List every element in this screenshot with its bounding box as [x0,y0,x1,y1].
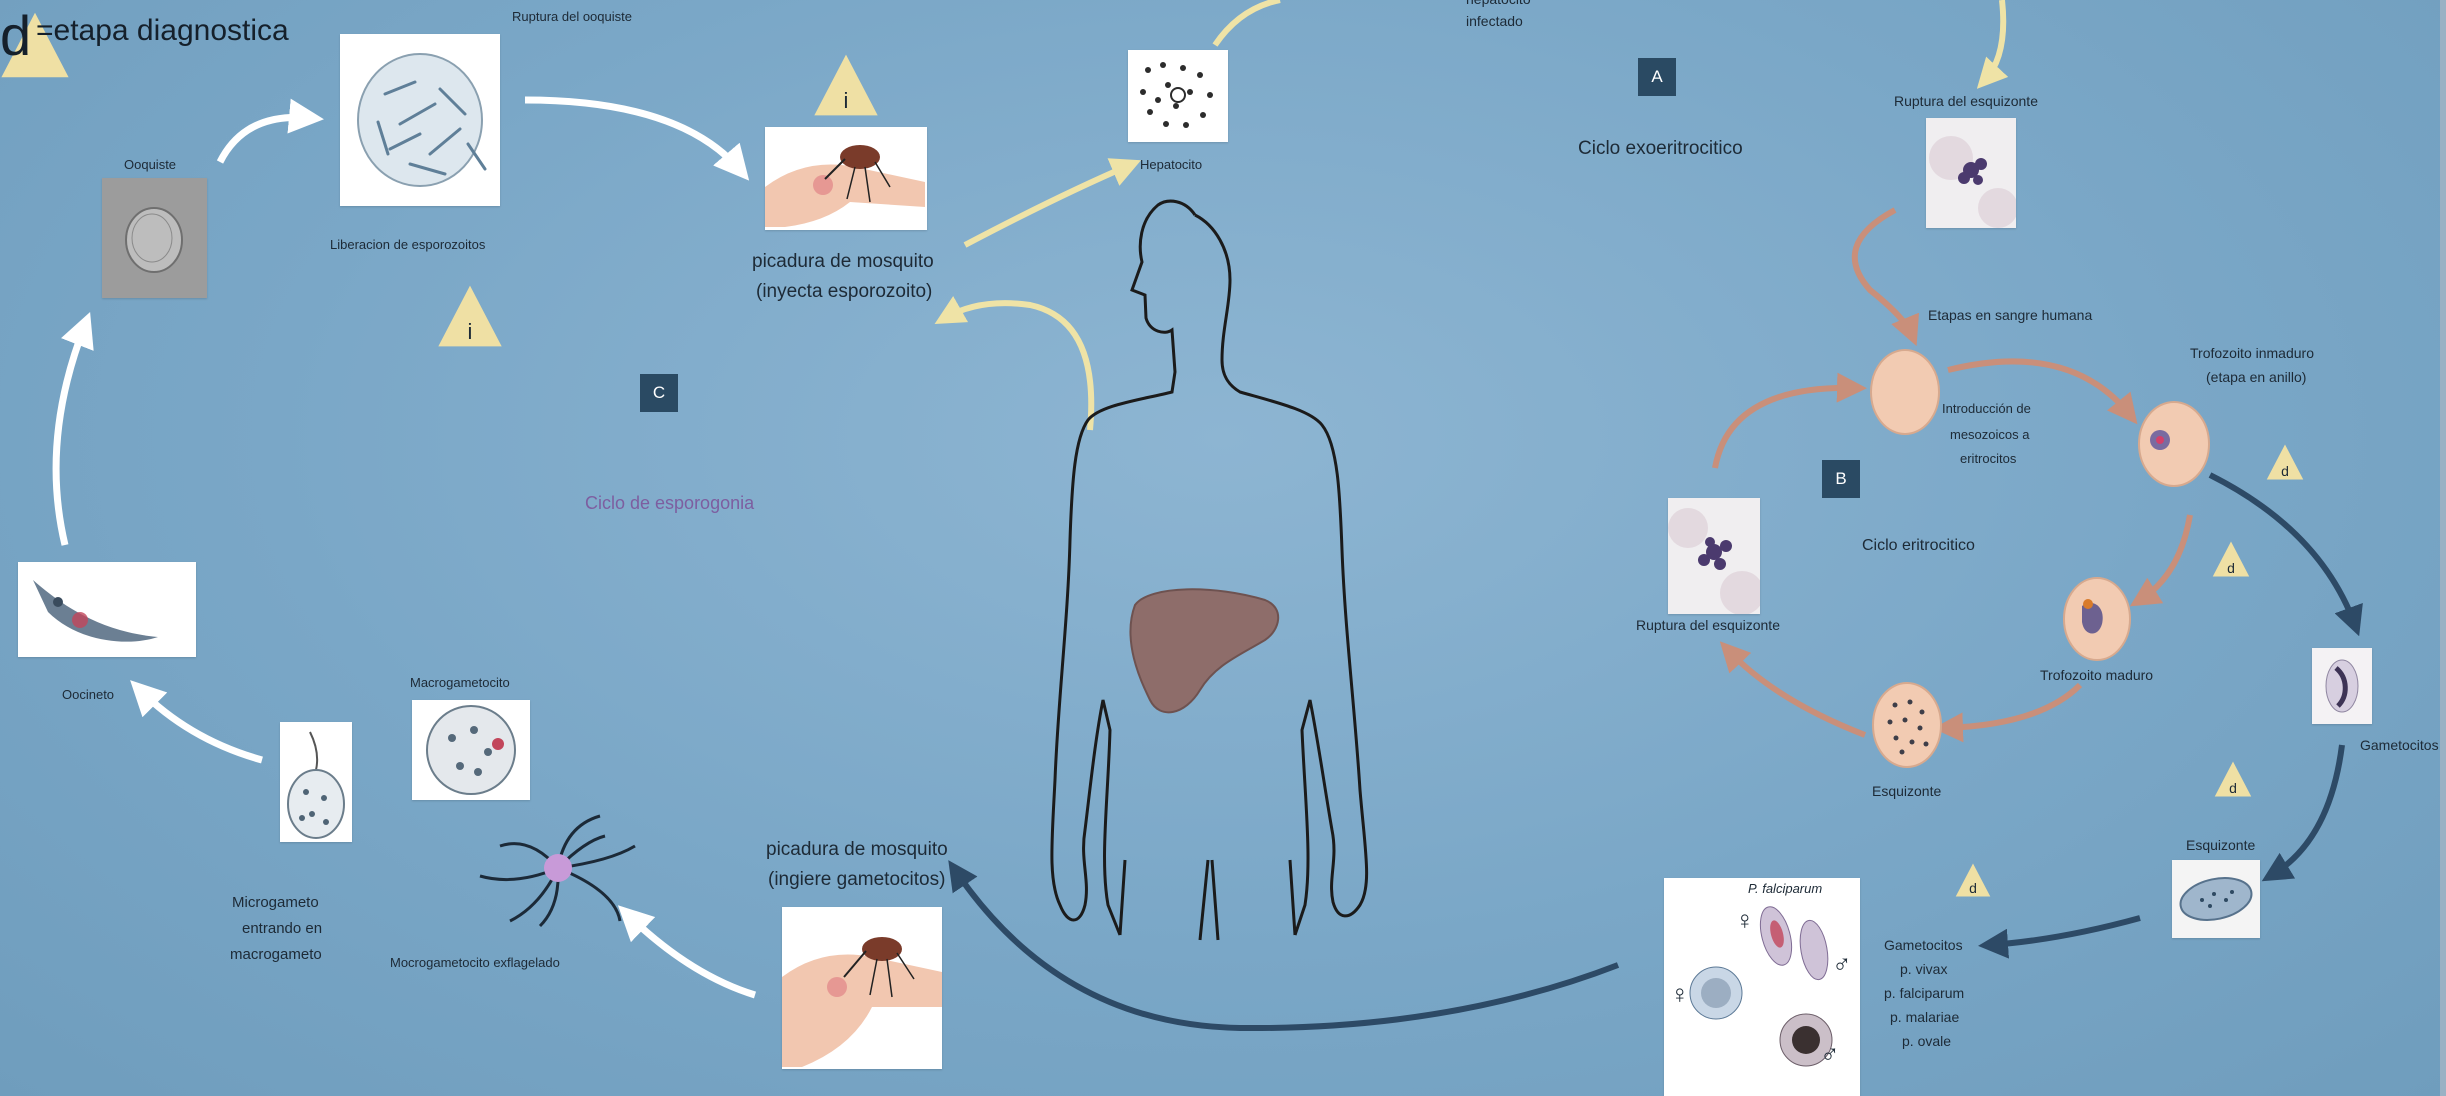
gametocitos-right-label: Gametocitos [2360,736,2439,754]
arrow-esquizonte-to-ruptura [1728,650,1865,735]
merozoito-rbc [1868,348,1942,436]
liberacion-label: Liberacion de esporozoitos [330,236,485,254]
marker-d-3: d [2214,760,2252,798]
trofozoito-maduro-rbc [2062,576,2132,662]
p-falciparum-label: P. falciparum [1748,880,1822,898]
arrow-body-to-picadura [945,303,1091,430]
ruptura-ooquiste-label: Ruptura del ooquiste [512,8,632,26]
marker-i-top: i [812,52,880,118]
oocineto-label: Oocineto [62,686,114,704]
arrow-anillo-to-maduro [2140,515,2190,600]
arrow-maduro-to-esquizonte [1945,685,2080,728]
mosquito-bite-ingest-image [782,907,942,1069]
macrogametocito-image [412,700,530,800]
oocineto-image [18,562,196,657]
hep-infectado-label-2: infectado [1466,12,1523,30]
ruptura-esquizonte-left-image [1668,498,1760,614]
marker-d-2: d [2212,540,2250,578]
arrow-infectado-to-ruptura [1985,0,2003,80]
marker-i-left: i [437,283,503,349]
trofozoito-inmaduro-label-1: Trofozoito inmaduro [2190,344,2314,362]
arrow-microgameto-to-oocineto [140,690,262,760]
arrow-ruptura-to-etapas [1855,210,1912,335]
hepatocito-label: Hepatocito [1140,156,1202,174]
arrow-ooquiste-to-ruptura [220,117,310,162]
picadura-1-line1: picadura de mosquito [752,250,934,274]
marker-d-4: d [1955,862,1991,898]
gametocitos-list-0: Gametocitos [1884,936,1963,954]
gametocitos-list-2: p. falciparum [1884,984,1964,1002]
introduccion-label-2: mesozoicos a [1950,426,2029,444]
esquizonte-right-image [2172,860,2260,938]
section-c-title: Ciclo de esporogonia [585,494,754,512]
microgameto-image [280,722,352,842]
ooquiste-image [102,178,207,298]
ruptura-esquizonte-top-image [1926,118,2016,228]
male-symbol-1: ♂ [1832,950,1852,978]
section-a-box: A [1638,58,1676,96]
arrow-ruptura-to-picadura [525,100,740,170]
esquizonte-right-label: Esquizonte [2186,836,2255,854]
microgameto-label-3: macrogameto [230,946,322,964]
introduccion-label-3: eritrocitos [1960,450,2016,468]
section-b-box: B [1822,460,1860,498]
ruptura-esquizonte-top-label: Ruptura del esquizonte [1894,92,2038,110]
arrow-esquizonte-to-gametocitos [1990,918,2140,945]
trofozoito-inmaduro-rbc [2136,400,2212,488]
legend-text: =etapa diagnostica [36,14,289,48]
hep-infectado-label-1: hepatocito [1466,0,1531,8]
gametocitos-list-4: p. ovale [1902,1032,1951,1050]
picadura-1-line2: (inyecta esporozoito) [756,280,932,304]
picadura-2-line1: picadura de mosquito [766,838,948,862]
microgameto-label-2: entrando en [242,920,322,938]
female-symbol-2: ♀ [1670,980,1690,1008]
hepatocito-image [1128,50,1228,142]
ruptura-esquizonte-left-label: Ruptura del esquizonte [1636,616,1780,634]
arrow-oocineto-to-ooquiste [56,325,85,545]
arrow-picadura-to-hepatocito [965,165,1130,245]
trofozoito-maduro-label: Trofozoito maduro [2040,666,2153,684]
microgameto-label-1: Microgameto [232,894,319,912]
arrow-hepatocito-up [1215,0,1280,45]
arrow-gametocito-to-esquizonte [2272,745,2342,875]
esquizonte-rbc [1870,680,1944,770]
marker-d-1: d [2266,443,2304,481]
gametocitos-list-3: p. malariae [1890,1008,1959,1026]
female-symbol-1: ♀ [1735,906,1755,934]
introduccion-label-1: Introducción de [1942,400,2031,418]
esquizonte-center-label: Esquizonte [1872,782,1941,800]
male-symbol-2: ♂ [1820,1040,1840,1068]
trofozoito-inmaduro-label-2: (etapa en anillo) [2206,368,2306,386]
mocrogametocito-exflagelado-image [470,806,645,931]
mocrogametocito-label: Mocrogametocito exflagelado [390,954,560,972]
liver [1130,589,1278,712]
gametocitos-list-1: p. vivax [1900,960,1947,978]
arrow-picadura-to-mocrogametocito [628,915,755,995]
arrow-ruptura-to-merozoito [1715,388,1855,468]
section-a-title: Ciclo exoeritrocitico [1578,137,1743,161]
mosquito-bite-inject-image [765,127,927,230]
section-b-title: Ciclo eritrocitico [1862,537,1975,555]
legend-d: d [0,6,31,66]
macrogametocito-label: Macrogametocito [410,674,510,692]
section-c-box: C [640,374,678,412]
human-silhouette [1052,201,1367,940]
etapas-sangre-label: Etapas en sangre humana [1928,306,2092,324]
ruptura-ooquiste-image [340,34,500,206]
ooquiste-label: Ooquiste [124,156,176,174]
gametocito-right-image [2312,648,2372,724]
picadura-2-line2: (ingiere gametocitos) [768,868,945,892]
